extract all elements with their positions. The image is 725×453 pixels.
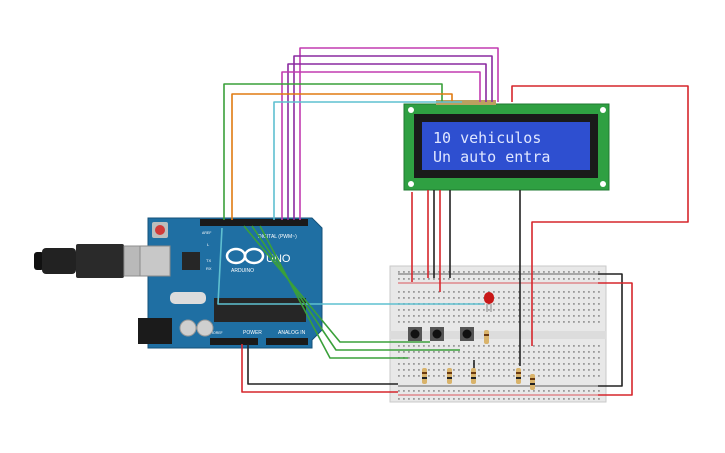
arduino-board[interactable]: UNO ARDUINO DIGITAL (PWM~) POWER ANALOG … xyxy=(138,217,323,349)
wire-purple-1[interactable] xyxy=(293,55,493,220)
wire-red-rail[interactable] xyxy=(598,282,633,396)
lcd-screen xyxy=(422,122,590,170)
digital-header[interactable] xyxy=(200,219,308,226)
arduino-logo-icon xyxy=(225,247,265,265)
lcd-module[interactable]: 10 vehiculos Un auto entra xyxy=(403,100,610,191)
wire-green-4[interactable] xyxy=(259,225,408,359)
wire-red-lcd[interactable] xyxy=(511,85,689,346)
analog-header[interactable] xyxy=(266,338,308,345)
rx-label: RX xyxy=(206,266,212,271)
lcd-line-1: 10 vehiculos xyxy=(433,129,541,147)
wire-green-3[interactable] xyxy=(251,225,460,351)
board-model: UNO xyxy=(266,253,291,265)
wire-black-rail[interactable] xyxy=(598,273,623,387)
push-button-1[interactable] xyxy=(430,327,444,341)
wire-green-2[interactable] xyxy=(243,225,430,343)
resistor-6[interactable] xyxy=(484,330,489,344)
wire-orange-1[interactable] xyxy=(231,93,453,220)
capacitor-1 xyxy=(179,319,197,337)
microcontroller-chip xyxy=(214,298,306,322)
wire-purple-2[interactable] xyxy=(287,63,487,220)
lcd-pin-header[interactable] xyxy=(436,100,496,105)
aref-label: AREF xyxy=(202,231,211,235)
power-jack[interactable] xyxy=(138,318,172,344)
resistor-1[interactable] xyxy=(422,368,427,384)
resistor-5[interactable] xyxy=(530,374,535,390)
lcd-line-2: Un auto entra xyxy=(433,148,550,166)
wire-magenta-1[interactable] xyxy=(299,47,499,220)
wire-red-5v[interactable] xyxy=(241,344,398,393)
l-label: L xyxy=(207,242,210,247)
wire-green-1[interactable] xyxy=(223,83,443,220)
breadboard[interactable] xyxy=(389,265,607,403)
wire-black-gnd[interactable] xyxy=(247,344,398,385)
red-led[interactable] xyxy=(484,292,494,312)
capacitor-2 xyxy=(196,319,214,337)
resistor-2[interactable] xyxy=(447,368,452,384)
push-button-3[interactable] xyxy=(408,327,422,341)
tx-label: TX xyxy=(206,258,211,263)
wire-magenta-2[interactable] xyxy=(281,71,481,220)
resistor-4[interactable] xyxy=(516,368,521,384)
usb-port[interactable] xyxy=(139,245,171,277)
wire-cyan-2[interactable] xyxy=(217,227,484,305)
usb-chip xyxy=(182,252,200,270)
power-label: POWER xyxy=(243,330,262,336)
wire-cyan-1[interactable] xyxy=(273,101,462,220)
push-button-2[interactable] xyxy=(460,327,474,341)
board-brand: ARDUINO xyxy=(231,268,254,274)
digital-label: DIGITAL (PWM~) xyxy=(258,234,297,240)
analog-label: ANALOG IN xyxy=(278,330,306,336)
power-header[interactable] xyxy=(210,338,258,345)
ioref-label: IOREF xyxy=(212,331,223,335)
resistor-3[interactable] xyxy=(471,368,476,384)
